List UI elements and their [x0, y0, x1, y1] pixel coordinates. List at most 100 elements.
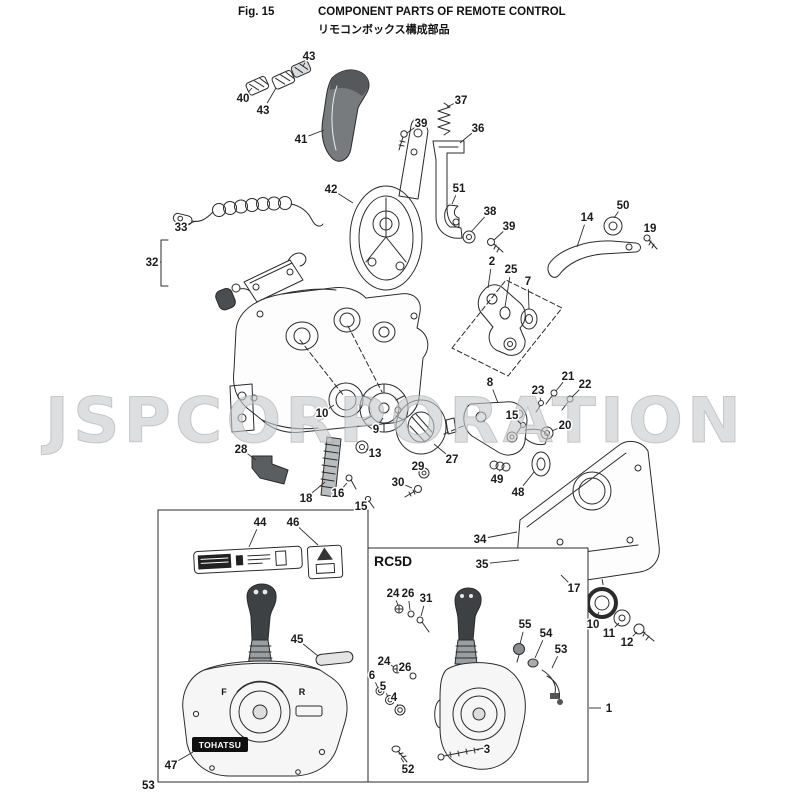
housing-back-plate: [229, 287, 429, 433]
leader-line-27-29: [433, 443, 447, 455]
brand-label-plate: [192, 737, 248, 752]
leader-line-39-4: [406, 127, 415, 134]
leader-line-44-39: [248, 529, 258, 548]
part-callout-37-5: 37: [455, 95, 468, 107]
part-callout-47-57: 47: [165, 760, 178, 772]
assembled-remote-side: [434, 587, 526, 770]
leader-line-24-52: [390, 664, 395, 668]
part-callout-17-41: 17: [568, 583, 581, 595]
leader-line-25-17: [504, 276, 511, 308]
trim-lever-45: [315, 651, 354, 666]
screw-39-lower: [487, 238, 504, 253]
part-callout-3-59: 3: [484, 744, 490, 756]
part-callout-42-7: 42: [325, 184, 338, 196]
part-callout-31-47: 31: [420, 593, 433, 605]
leader-line-11-43: [614, 622, 620, 628]
part-callout-15-22: 15: [506, 410, 519, 422]
leader-line-53-50: [551, 656, 559, 669]
line-art: [157, 60, 660, 783]
leader-line-47-57: [177, 751, 194, 762]
inset-right: [367, 547, 589, 783]
leader-line-33-14: [188, 220, 197, 225]
leader-line-4-56: [396, 704, 399, 707]
part-callout-54-49: 54: [540, 628, 553, 640]
leader-line-40-1: [248, 87, 253, 93]
leader-line-2-16: [487, 268, 492, 289]
part-callout-52-58: 52: [402, 764, 415, 776]
assembled-remote-front: [182, 583, 354, 777]
screw-16: [345, 474, 357, 490]
leader-line-6-54: [374, 682, 379, 689]
leader-line-30-33: [405, 484, 413, 489]
part-callout-2-16: 2: [489, 256, 495, 268]
page-title-japanese: リモコンボックス構成部品: [318, 24, 450, 36]
leader-line-52-58: [400, 757, 405, 763]
leader-line-5-55: [385, 693, 389, 698]
part-callout-13-28: 13: [369, 448, 382, 460]
part-callout-23-21: 23: [532, 385, 545, 397]
part-callout-38-9: 38: [484, 206, 497, 218]
part-callout-45-51: 45: [291, 634, 304, 646]
part-callout-5-55: 5: [380, 681, 387, 693]
page-number: 53: [142, 780, 155, 792]
construction-lines: [299, 279, 605, 591]
part-callout-14-11: 14: [581, 212, 594, 224]
gear-set: [328, 382, 457, 455]
leader-line-10-42: [596, 611, 600, 618]
leader-line-55-48: [519, 631, 524, 645]
leader-line-23-21: [539, 397, 542, 402]
part-callout-49-35: 49: [491, 474, 504, 486]
leader-line-17-41: [560, 574, 569, 583]
wiring-parts-53-54-55: [513, 643, 563, 705]
leader-line-34-37: [487, 531, 518, 538]
leader-line-20-23: [551, 427, 558, 432]
leader-line-16-30: [343, 482, 348, 488]
part-callout-15-34: 15: [355, 501, 368, 513]
leader-line-7-18: [527, 288, 530, 310]
part-callout-50-12: 50: [617, 200, 630, 212]
part-callout-36-6: 36: [472, 123, 485, 135]
screw-30: [404, 485, 422, 498]
gear-indicator-forward: F: [221, 687, 227, 697]
part-callout-25-17: 25: [505, 264, 518, 276]
washer-38: [462, 230, 476, 244]
leader-line-29-32: [422, 469, 425, 472]
ring-10: [586, 587, 618, 619]
linkage-plate: [463, 389, 574, 456]
leader-line-12-44: [632, 631, 638, 637]
part-callout-26-53: 26: [399, 662, 412, 674]
rack-strip-18: [319, 436, 342, 498]
part-callout-4-56: 4: [391, 692, 398, 704]
part-callout-20-23: 20: [559, 420, 572, 432]
leader-line-26-46: [408, 600, 411, 611]
leader-line-28-27: [247, 453, 257, 461]
leader-line-43-0: [302, 62, 306, 67]
part-callout-39-10: 39: [503, 221, 516, 233]
part-callout-40-1: 40: [237, 93, 250, 105]
part-callout-51-8: 51: [453, 183, 466, 195]
washer-11: [613, 609, 631, 627]
part-callout-43-2: 43: [257, 105, 270, 117]
leader-line-10-26: [328, 404, 335, 409]
washer-50: [603, 216, 623, 236]
part-callout-9-25: 9: [373, 424, 379, 436]
part-callout-10-26: 10: [316, 408, 329, 420]
part-callout-35-38: 35: [476, 559, 489, 571]
part-callout-12-44: 12: [621, 637, 634, 649]
leader-line-21-19: [555, 381, 564, 392]
grommet-48: [531, 451, 551, 477]
part-callout-39-4: 39: [415, 118, 428, 130]
corner-bracket-28: [251, 455, 289, 485]
leader-line-51-8: [451, 195, 457, 205]
connector-clips-40-43: [245, 60, 312, 96]
bolt-15-lower: [364, 495, 375, 509]
leader-line-49-35: [499, 469, 501, 472]
leader-line-38-9: [470, 216, 485, 233]
leader-line-45-51: [302, 643, 319, 657]
leader-line-42-7: [337, 192, 354, 204]
spring-49: [489, 460, 511, 472]
part-callout-24-45: 24: [387, 588, 400, 600]
